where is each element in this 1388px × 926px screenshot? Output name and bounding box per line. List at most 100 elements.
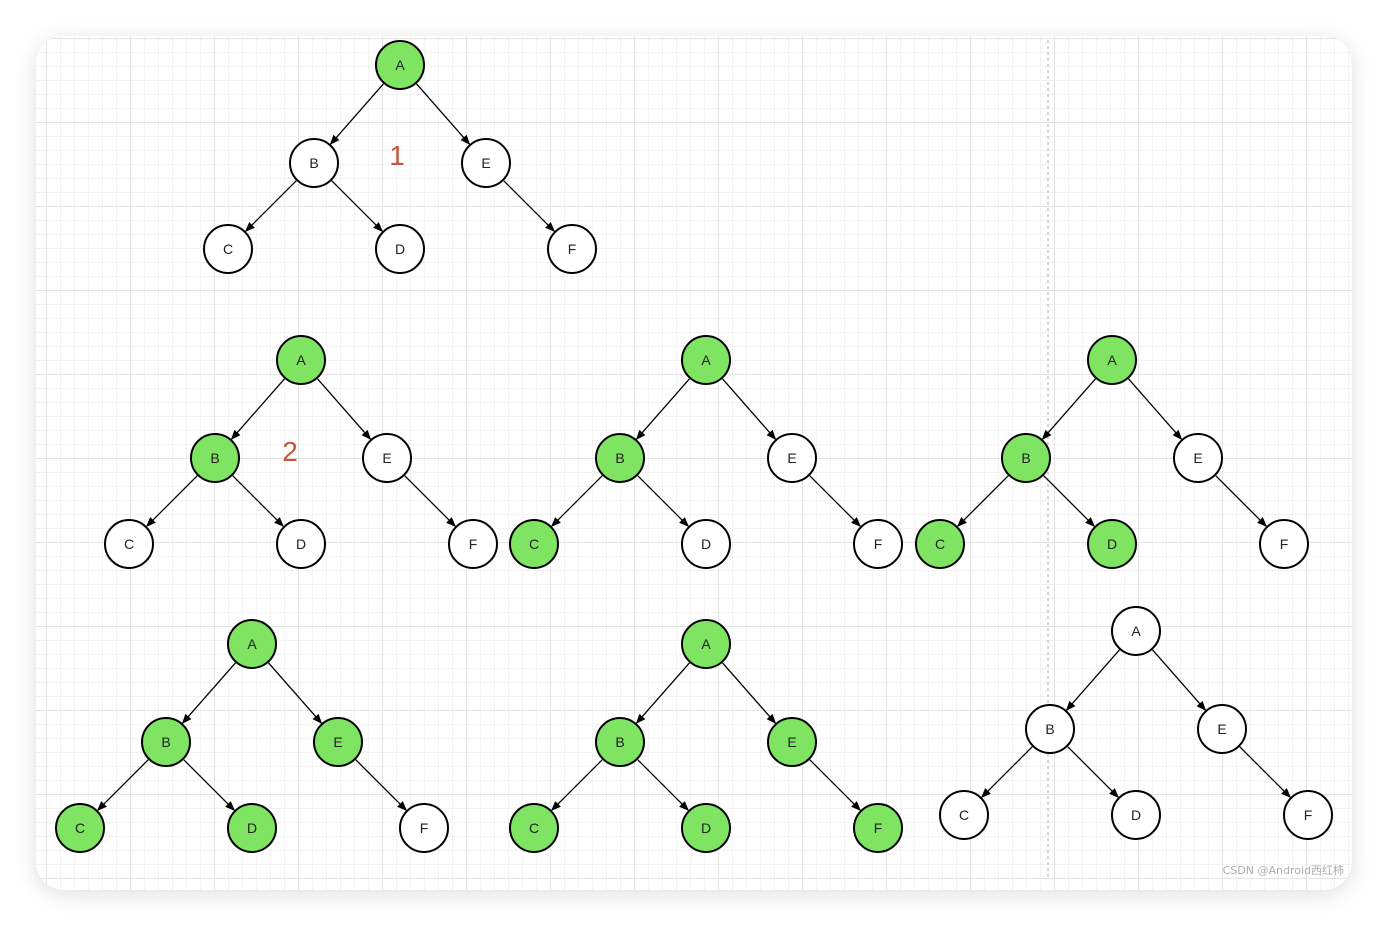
node-b xyxy=(595,433,645,483)
node-c xyxy=(509,519,559,569)
edge-b-d xyxy=(637,475,690,528)
edge-e-f xyxy=(355,759,408,812)
node-label-e: E xyxy=(333,734,342,750)
node-label-a: A xyxy=(296,352,306,368)
edge-b-d xyxy=(637,759,690,812)
node-label-d: D xyxy=(701,820,711,836)
node-b xyxy=(289,138,339,188)
edge-a-e xyxy=(722,378,777,440)
node-d xyxy=(1111,790,1161,840)
edge-a-b xyxy=(635,662,690,724)
node-a xyxy=(1111,606,1161,656)
node-e xyxy=(362,433,412,483)
edge-b-c xyxy=(96,759,149,812)
node-label-f: F xyxy=(1304,807,1313,823)
node-label-d: D xyxy=(296,536,306,552)
edge-e-f xyxy=(404,475,457,528)
node-label-f: F xyxy=(1280,536,1289,552)
node-d xyxy=(681,803,731,853)
edge-a-b xyxy=(635,378,690,440)
node-label-a: A xyxy=(247,636,257,652)
node-d xyxy=(227,803,277,853)
node-a xyxy=(681,335,731,385)
node-e xyxy=(767,717,817,767)
watermark: CSDN @Android西红柿 xyxy=(1222,864,1344,877)
node-label-c: C xyxy=(529,820,539,836)
edge-b-c xyxy=(550,475,603,528)
node-e xyxy=(767,433,817,483)
edge-a-b xyxy=(1041,378,1096,440)
node-label-a: A xyxy=(701,352,711,368)
node-label-f: F xyxy=(469,536,478,552)
node-f xyxy=(853,519,903,569)
node-d xyxy=(276,519,326,569)
edge-e-f xyxy=(1215,475,1268,528)
edge-a-e xyxy=(722,662,777,724)
edge-a-b xyxy=(1065,649,1120,711)
step-number-1: 1 xyxy=(389,140,405,171)
node-f xyxy=(448,519,498,569)
node-f xyxy=(399,803,449,853)
node-b xyxy=(595,717,645,767)
step-number-2: 2 xyxy=(282,436,298,467)
edge-b-c xyxy=(244,180,297,233)
node-a xyxy=(227,619,277,669)
node-e xyxy=(1173,433,1223,483)
node-d xyxy=(375,224,425,274)
tree-6: A B C D E F xyxy=(509,619,903,853)
edge-a-e xyxy=(268,662,323,724)
node-label-f: F xyxy=(874,536,883,552)
edge-a-b xyxy=(181,662,236,724)
node-f xyxy=(853,803,903,853)
node-label-c: C xyxy=(223,241,233,257)
node-label-c: C xyxy=(529,536,539,552)
edge-a-e xyxy=(1128,378,1183,440)
node-b xyxy=(190,433,240,483)
node-e xyxy=(1197,704,1247,754)
edge-a-e xyxy=(317,378,372,440)
edge-b-d xyxy=(1043,475,1096,528)
node-d xyxy=(681,519,731,569)
node-label-b: B xyxy=(210,450,219,466)
node-label-f: F xyxy=(568,241,577,257)
node-label-d: D xyxy=(1131,807,1141,823)
node-label-e: E xyxy=(382,450,391,466)
node-b xyxy=(141,717,191,767)
node-label-d: D xyxy=(701,536,711,552)
edge-e-f xyxy=(809,475,862,528)
node-label-d: D xyxy=(395,241,405,257)
node-label-e: E xyxy=(1217,721,1226,737)
node-label-b: B xyxy=(309,155,318,171)
node-label-e: E xyxy=(1193,450,1202,466)
node-label-b: B xyxy=(1045,721,1054,737)
node-label-b: B xyxy=(615,450,624,466)
node-label-e: E xyxy=(787,734,796,750)
node-label-b: B xyxy=(615,734,624,750)
edge-b-c xyxy=(980,746,1033,799)
node-label-f: F xyxy=(420,820,429,836)
node-label-a: A xyxy=(701,636,711,652)
edge-b-d xyxy=(331,180,384,233)
node-label-c: C xyxy=(75,820,85,836)
node-c xyxy=(915,519,965,569)
node-label-f: F xyxy=(874,820,883,836)
edge-a-e xyxy=(416,83,471,145)
node-e xyxy=(313,717,363,767)
node-label-d: D xyxy=(1107,536,1117,552)
node-b xyxy=(1001,433,1051,483)
node-a xyxy=(375,40,425,90)
node-label-a: A xyxy=(1131,623,1141,639)
node-c xyxy=(203,224,253,274)
edge-b-d xyxy=(1067,746,1120,799)
node-a xyxy=(1087,335,1137,385)
node-label-b: B xyxy=(161,734,170,750)
edge-b-d xyxy=(232,475,285,528)
edge-b-c xyxy=(956,475,1009,528)
node-a xyxy=(681,619,731,669)
node-e xyxy=(461,138,511,188)
node-c xyxy=(55,803,105,853)
